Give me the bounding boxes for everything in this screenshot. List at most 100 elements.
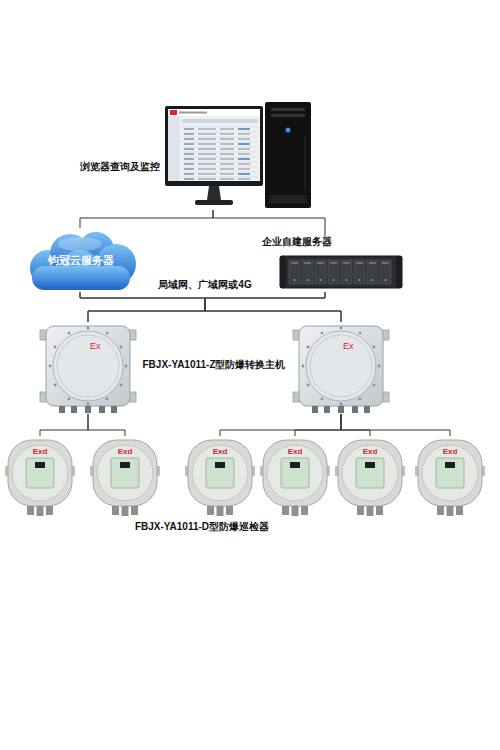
illustration-part <box>111 406 117 413</box>
illustration-part <box>182 152 258 153</box>
illustration-part <box>220 153 234 155</box>
converter-host: Ex <box>293 322 389 414</box>
illustration-part <box>359 398 362 401</box>
inspector-unit: Exd <box>335 436 405 520</box>
illustration-part <box>294 279 296 281</box>
connector <box>205 292 341 322</box>
illustration-part <box>310 335 372 397</box>
node-label: Ex <box>90 341 101 352</box>
illustration-part <box>54 384 57 387</box>
illustration-part <box>352 406 358 413</box>
illustration-part <box>373 346 376 349</box>
illustration-part <box>198 153 216 155</box>
illustration-part <box>456 506 463 515</box>
inspector-unit: Exd <box>5 436 75 520</box>
node-label: Exd <box>363 447 378 457</box>
illustration-part <box>328 260 339 284</box>
illustration-part <box>437 506 444 515</box>
illustration-part <box>30 232 136 290</box>
illustration-part <box>46 506 53 515</box>
illustration-part <box>340 403 343 406</box>
illustration-part <box>359 279 361 281</box>
illustration-part <box>168 116 180 181</box>
host-illustration <box>40 322 136 414</box>
illustration-part <box>106 398 109 401</box>
illustration-part <box>307 279 309 281</box>
illustration-part <box>367 260 378 284</box>
illustration-part <box>238 148 250 150</box>
illustration-part <box>184 168 194 170</box>
illustration-part <box>238 173 250 175</box>
illustration-part <box>364 406 370 413</box>
illustration-part <box>182 177 258 178</box>
illustration-part <box>238 158 250 160</box>
illustration-part <box>207 506 214 515</box>
node-label: Exd <box>443 447 458 457</box>
illustration-part <box>306 331 376 401</box>
illustration-part <box>131 506 138 515</box>
illustration-part <box>54 346 57 349</box>
illustration-part <box>182 157 258 158</box>
illustration-part <box>301 506 308 515</box>
illustration-part <box>198 133 216 135</box>
illustration-part <box>357 506 364 515</box>
connector <box>80 292 341 322</box>
illustration-part <box>179 112 207 114</box>
illustration-part <box>341 260 352 284</box>
illustration-part <box>226 506 233 515</box>
illustration-part <box>343 262 350 264</box>
illustration-part <box>198 128 216 130</box>
server-illustration <box>280 252 402 292</box>
illustration-part <box>184 153 194 155</box>
illustration-part <box>111 458 139 488</box>
illustration-part <box>372 279 374 281</box>
node-label: Ex <box>343 341 354 352</box>
illustration-part <box>269 195 307 203</box>
illustration-part <box>356 262 363 264</box>
illustration-part <box>280 256 286 288</box>
illustration-part <box>192 445 248 501</box>
illustration-part <box>447 506 454 516</box>
connector <box>80 292 205 322</box>
illustration-part <box>304 262 311 264</box>
illustration-part <box>112 506 119 515</box>
illustration-part <box>170 110 177 115</box>
host-illustration <box>293 322 389 414</box>
inspector-unit: Exd <box>260 436 330 520</box>
illustration-part <box>97 445 153 501</box>
illustration-part <box>280 256 402 288</box>
illustration-part <box>8 440 72 506</box>
illustration-part <box>396 256 402 288</box>
illustration-part <box>365 462 375 468</box>
illustration-part <box>238 138 250 140</box>
illustration-part <box>188 440 252 506</box>
illustration-part <box>220 173 234 175</box>
illustration-part <box>330 262 337 264</box>
illustration-part <box>198 148 216 150</box>
illustration-part <box>315 260 326 284</box>
illustration-part <box>168 109 260 116</box>
inspector-unit: Exd <box>415 436 485 520</box>
illustration-part <box>369 262 376 264</box>
illustration-part <box>422 445 478 501</box>
illustration-part <box>59 406 65 413</box>
illustration-part <box>238 168 250 170</box>
illustration-part <box>333 279 335 281</box>
connector <box>341 414 450 436</box>
illustration-part <box>220 163 234 165</box>
illustration-part <box>215 462 225 468</box>
illustration-part <box>312 406 318 413</box>
inspector-unit: Exd <box>185 436 255 520</box>
illustration-part <box>182 132 258 133</box>
illustration-part <box>184 178 194 180</box>
illustration-part <box>305 136 306 190</box>
illustration-part <box>340 327 343 330</box>
illustration-part <box>373 384 376 387</box>
illustration-part <box>238 153 250 155</box>
illustration-part <box>267 445 323 501</box>
illustration-part <box>182 167 258 168</box>
illustration-part <box>198 158 216 160</box>
illustration-part <box>195 200 233 205</box>
illustration-part <box>307 384 310 387</box>
node-label: Exd <box>288 447 303 457</box>
